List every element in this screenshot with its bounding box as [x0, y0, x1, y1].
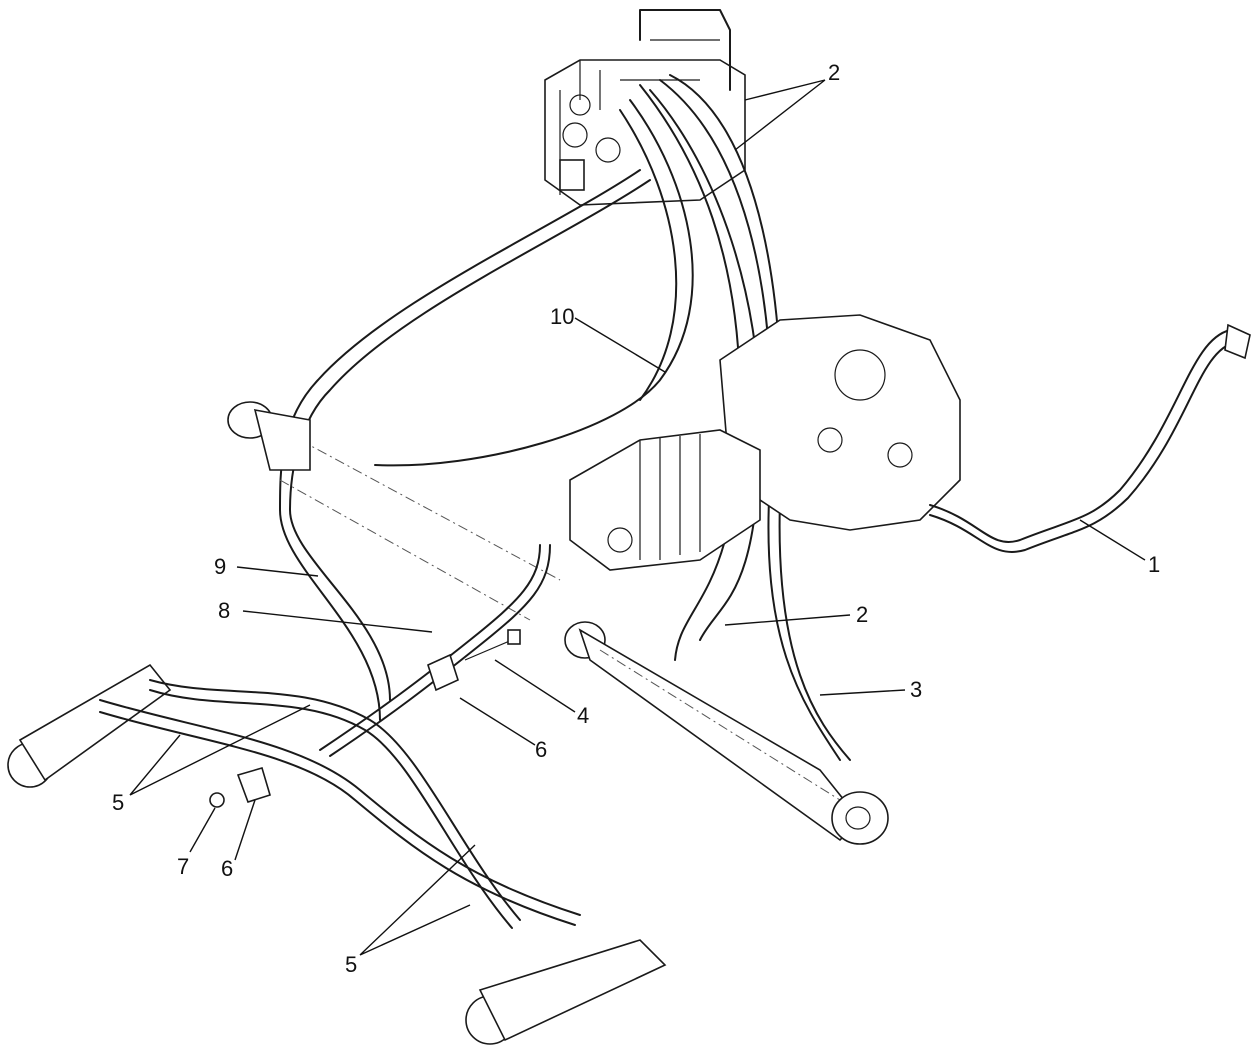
callout-6-upper: 6	[535, 737, 547, 762]
callout-9: 9	[214, 554, 226, 579]
callout-5-left: 5	[112, 790, 124, 815]
clamp-6-lower	[236, 767, 271, 803]
callout-10: 10	[550, 304, 574, 329]
callout-6-lower: 6	[221, 856, 233, 881]
tube-1-fitting	[1224, 323, 1251, 360]
clamp-6-upper	[427, 653, 459, 692]
right-cylinder	[564, 621, 889, 845]
bolt-4	[464, 629, 521, 661]
callout-5-bottom: 5	[345, 952, 357, 977]
pump-assembly	[569, 314, 961, 571]
callout-3: 3	[910, 677, 922, 702]
tube-1	[929, 329, 1231, 543]
callout-1: 1	[1148, 552, 1160, 577]
left-cylinder-dashed	[227, 401, 561, 621]
callout-2-upper: 2	[828, 60, 840, 85]
tube-8	[319, 544, 541, 751]
callout-7: 7	[177, 854, 189, 879]
callout-labels: 1 2 2 3 4 5 5 6 6 7 8 9 10	[112, 60, 1160, 977]
callout-leaders	[129, 79, 1146, 956]
lower-front-cylinder	[465, 939, 667, 1045]
callout-2-lower: 2	[856, 602, 868, 627]
callout-4: 4	[577, 703, 589, 728]
nut-7	[209, 792, 225, 808]
upper-valve-manifold	[544, 9, 746, 206]
callout-8: 8	[218, 598, 230, 623]
lower-left-cylinder	[7, 663, 172, 788]
hose-5b	[99, 699, 581, 916]
